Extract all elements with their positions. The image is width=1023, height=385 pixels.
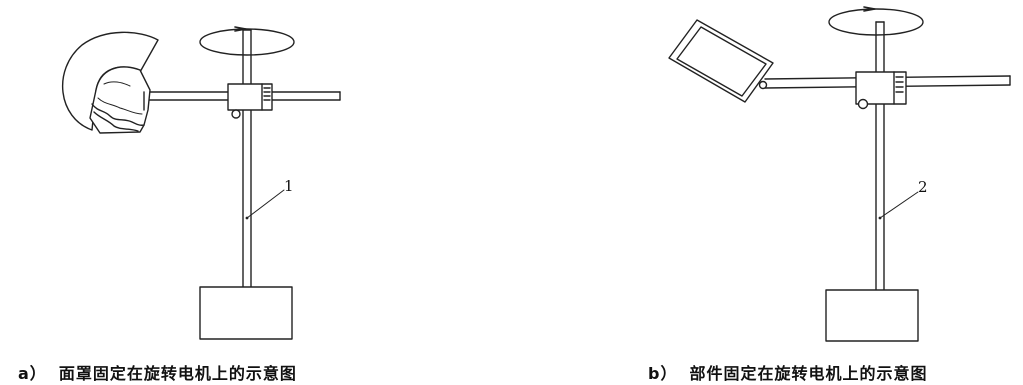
caption-a-text: 面罩固定在旋转电机上的示意图 xyxy=(58,364,297,383)
figure-b-apparatus xyxy=(668,6,1011,342)
rotation-arrow-icon-a xyxy=(199,26,295,56)
clamp-block-b xyxy=(855,71,907,110)
base-block-a xyxy=(199,286,293,340)
figure-a-apparatus xyxy=(61,26,341,340)
caption-b: b） 部件固定在旋转电机上的示意图 xyxy=(648,360,927,384)
caption-b-label: b） xyxy=(648,364,678,383)
clamp-block-a xyxy=(227,83,273,119)
vertical-rod-b xyxy=(875,21,885,291)
face-mask-a xyxy=(61,31,159,134)
vertical-rod-a xyxy=(242,29,252,288)
callout-number-b: 2 xyxy=(918,178,928,196)
caption-b-text: 部件固定在旋转电机上的示意图 xyxy=(689,364,928,383)
component-panel-b xyxy=(668,19,774,103)
callout-leader-b xyxy=(878,191,919,220)
callout-leader-a xyxy=(245,189,285,220)
base-block-b xyxy=(825,289,919,342)
caption-a: a） 面罩固定在旋转电机上的示意图 xyxy=(18,360,297,384)
callout-number-a: 1 xyxy=(284,177,294,195)
caption-a-label: a） xyxy=(18,364,47,383)
